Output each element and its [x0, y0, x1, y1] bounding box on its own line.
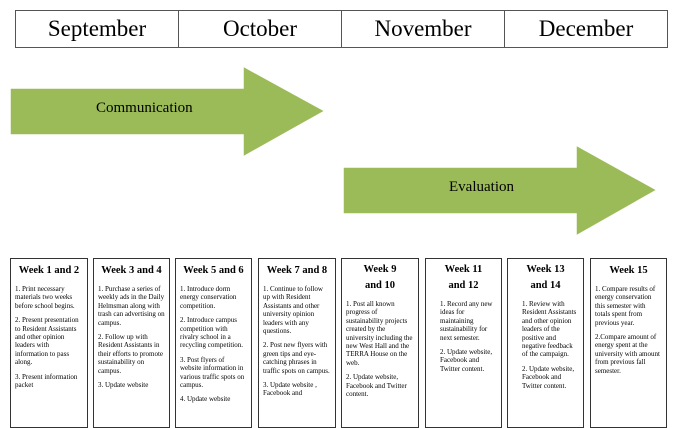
week-item: 1. Introduce dorm energy conservation co…: [180, 285, 237, 310]
week-box: Week 15 1. Compare results of energy con…: [590, 258, 667, 428]
week-item: 2. Update website, Facebook and Twitter …: [522, 364, 575, 390]
week-title: Week 9 and 10: [363, 264, 397, 291]
month-header: September October November December: [15, 10, 668, 48]
week-item: 1. Compare results of energy conservatio…: [595, 285, 656, 327]
week-title: Week 3 and 4: [101, 265, 162, 276]
week-item: 2. Introduce campus competition with riv…: [180, 316, 243, 350]
week-item: 3. Post flyers of website information in…: [180, 355, 245, 390]
week-box: Week 3 and 4 1. Purchase a series of wee…: [93, 258, 170, 428]
week-items: 1. Post all known progress of sustainabi…: [342, 294, 418, 398]
week-title: Week 7 and 8: [266, 265, 328, 276]
week-item: 3. Update website: [98, 381, 149, 390]
week-box: Week 13 and 14 1. Review with Resident A…: [507, 258, 584, 428]
communication-arrow-shape: [9, 64, 327, 159]
week-item: 2.Compare amount of energy spent at the …: [595, 333, 660, 375]
week-items: 1. Continue to follow up with Resident A…: [259, 279, 335, 398]
week-title: Week 1 and 2: [18, 265, 80, 276]
communication-arrow: Communication: [8, 64, 328, 159]
week-item: 3. Present information packet: [15, 372, 78, 390]
week-box: Week 5 and 6 1. Introduce dorm energy co…: [175, 258, 252, 428]
week-box: Week 7 and 8 1. Continue to follow up wi…: [258, 258, 336, 428]
week-box: Week 9 and 10 1. Post all known progress…: [341, 258, 419, 428]
evaluation-label: Evaluation: [449, 179, 514, 195]
week-title: Week 11 and 12: [444, 264, 483, 291]
evaluation-arrow-shape: [342, 143, 659, 238]
week-item: 1. Purchase a series of weekly ads in th…: [98, 285, 165, 327]
month-november: November: [342, 11, 505, 47]
week-title: Week 5 and 6: [183, 265, 244, 276]
week-item: 1. Post all known progress of sustainabi…: [346, 300, 413, 367]
week-item: 1. Record any new ideas for maintaining …: [440, 300, 493, 342]
week-items: 1. Compare results of energy conservatio…: [591, 279, 666, 375]
week-items: 1. Purchase a series of weekly ads in th…: [94, 279, 169, 389]
month-october: October: [179, 11, 342, 47]
week-box: Week 11 and 12 1. Record any new ideas f…: [425, 258, 502, 428]
week-title: Week 13 and 14: [526, 264, 565, 291]
communication-label: Communication: [96, 100, 193, 116]
week-item: 1. Continue to follow up with Resident A…: [263, 285, 323, 336]
week-items: 1. Record any new ideas for maintaining …: [426, 294, 501, 373]
evaluation-arrow: Evaluation: [341, 143, 659, 238]
week-title: Week 15: [609, 265, 648, 276]
week-items: 1. Review with Resident Assistants and o…: [508, 294, 583, 390]
week-item: 1. Print necessary materials two weeks b…: [15, 285, 75, 310]
week-item: 4. Update website: [180, 395, 231, 404]
week-item: 2. Update website, Facebook and Twitter …: [440, 348, 493, 373]
week-item: 1. Review with Resident Assistants and o…: [522, 300, 577, 359]
week-item: 2. Follow up with Resident Assistants in…: [98, 333, 163, 375]
week-items: 1. Print necessary materials two weeks b…: [11, 279, 87, 389]
week-item: 2. Update website, Facebook and Twitter …: [346, 373, 407, 399]
week-items: 1. Introduce dorm energy conservation co…: [176, 279, 251, 404]
month-december: December: [538, 16, 634, 41]
month-september: September: [16, 11, 179, 47]
week-item: 2. Post new flyers with green tips and e…: [263, 341, 330, 375]
week-item: 2. Present presentation to Resident Assi…: [15, 316, 79, 367]
week-box: Week 1 and 2 1. Print necessary material…: [10, 258, 88, 428]
week-item: 3. Update website , Facebook and: [263, 381, 317, 398]
